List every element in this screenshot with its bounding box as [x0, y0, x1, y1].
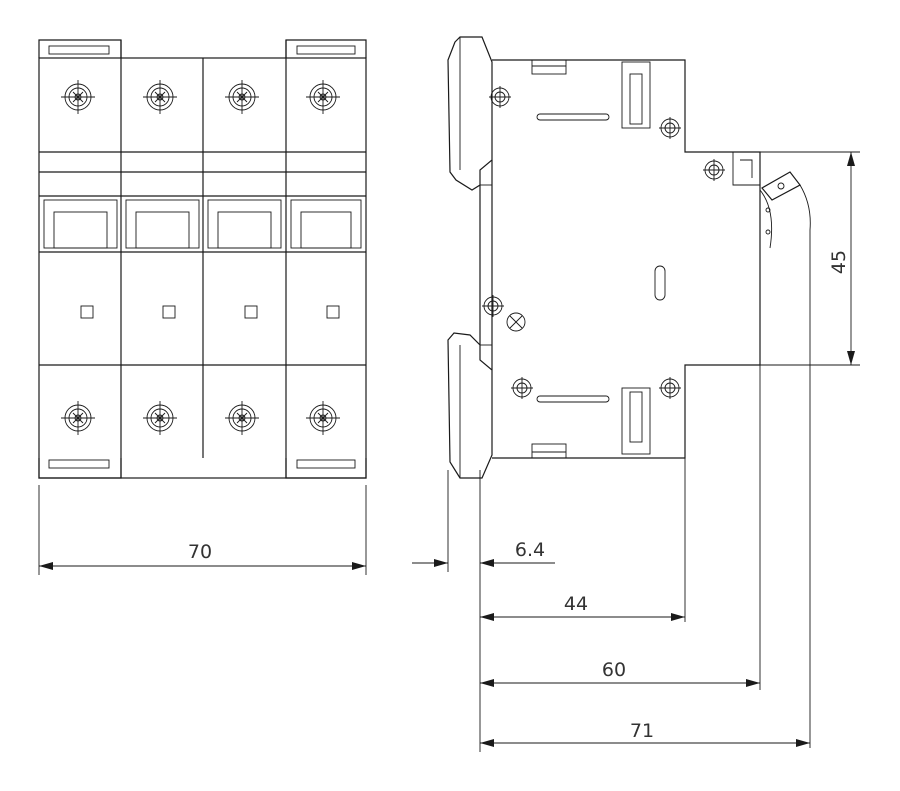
rib: [654, 265, 666, 301]
small-screw-icon: [481, 294, 505, 318]
terminal-screw-icon: [224, 79, 260, 115]
dimension-label: 45: [828, 250, 850, 274]
side-view: 45 6.4 44 60: [412, 36, 860, 752]
dimension-71: 71: [480, 720, 810, 747]
terminal-screw-icon: [60, 79, 96, 115]
side-body-outline: [492, 59, 761, 459]
dimension-label: 60: [602, 659, 626, 681]
top-tab-right: [285, 39, 367, 58]
terminal-screw-icon: [305, 79, 341, 115]
dimension-label: 71: [630, 720, 654, 742]
upper-clip: [447, 36, 493, 191]
slot: [536, 113, 610, 121]
dimension-70: 70: [38, 485, 367, 575]
terminal-window: [621, 61, 651, 129]
indicator-square: [326, 305, 340, 319]
dimension-label: 70: [188, 541, 212, 563]
toggle-handle: [761, 171, 801, 201]
handle-band: [43, 199, 362, 249]
dimension-label: 44: [564, 593, 588, 615]
dimension-60: 60: [480, 659, 760, 687]
indicator-square: [244, 305, 258, 319]
dimension-6-4: 6.4: [412, 539, 555, 567]
dimension-44: 44: [480, 593, 685, 621]
terminal-screw-icon: [142, 400, 178, 436]
dimension-label: 6.4: [515, 539, 545, 561]
lower-clip: [447, 332, 493, 479]
small-screw-icon: [658, 376, 682, 400]
dimension-45: 45: [760, 151, 860, 366]
small-screw-icon: [702, 158, 726, 182]
slot: [536, 395, 610, 403]
terminal-screw-icon: [305, 400, 341, 436]
indicator-square: [162, 305, 176, 319]
terminal-screw-icon: [224, 400, 260, 436]
terminal-screw-icon: [60, 400, 96, 436]
small-screw-icon: [658, 116, 682, 140]
indicator-square: [80, 305, 94, 319]
crossed-circle-icon: [506, 312, 526, 332]
small-screw-icon: [510, 376, 534, 400]
terminal-window: [621, 387, 651, 455]
front-view: 70: [38, 39, 367, 575]
terminal-screw-icon: [142, 79, 178, 115]
